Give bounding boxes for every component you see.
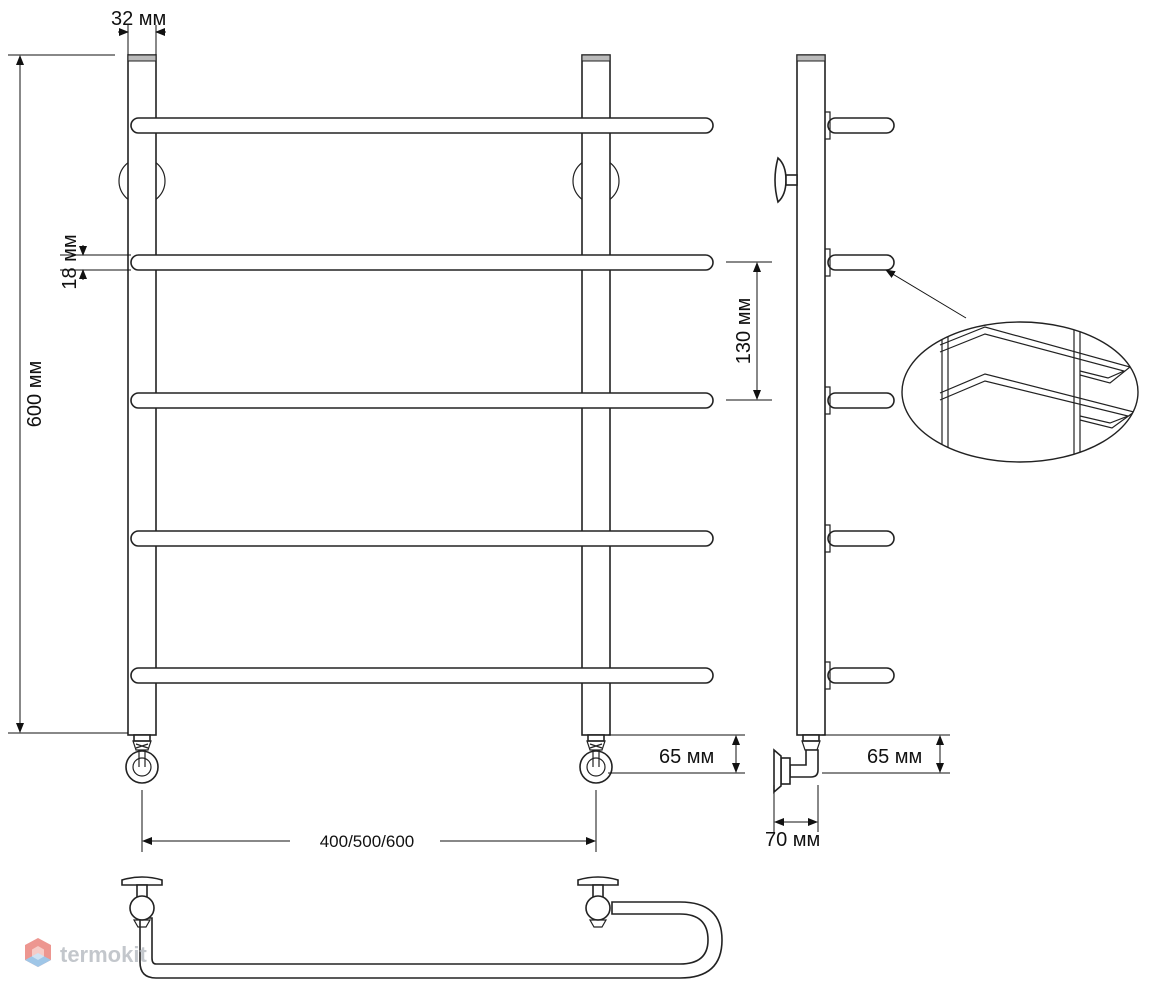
rung [130, 667, 714, 684]
termokit-watermark: termokit [25, 938, 147, 967]
detail-ellipse [901, 321, 1139, 463]
top-view-left-fitting [121, 876, 163, 928]
dim-connection-height-side: 65 мм [867, 746, 922, 768]
top-view [121, 876, 723, 979]
rung [130, 392, 714, 409]
side-rung [827, 117, 895, 134]
bottom-fitting-right [579, 734, 613, 784]
dim-rung-spacing: 130 мм [733, 298, 755, 364]
bottom-fitting-left [125, 734, 159, 784]
rungs [130, 117, 714, 684]
side-bottom-fitting [773, 734, 821, 794]
top-view-right-fitting [577, 876, 619, 928]
termokit-logo-icon [25, 938, 51, 967]
rung [130, 530, 714, 547]
rung [130, 117, 714, 134]
side-rung [827, 667, 895, 684]
dim-center-distance: 400/500/600 [320, 832, 415, 851]
rung-detail-callout [885, 269, 1139, 463]
side-rung [827, 530, 895, 547]
rung [130, 254, 714, 271]
front-dimensions: 32 мм 600 мм 18 мм 130 мм 65 мм 400/500/… [8, 8, 772, 852]
dim-pipe-diameter: 32 мм [111, 8, 166, 30]
side-rung [827, 392, 895, 409]
dim-wall-offset: 70 мм [765, 829, 820, 851]
dim-rung-diameter: 18 мм [59, 234, 81, 289]
left-post-cap [127, 54, 157, 62]
top-view-rail [139, 901, 723, 979]
dim-total-height: 600 мм [24, 361, 46, 427]
front-view [118, 54, 714, 784]
dim-connection-height-front: 65 мм [659, 746, 714, 768]
side-view: 65 мм 70 мм [765, 54, 950, 851]
watermark-text: termokit [60, 942, 147, 967]
side-wall-bracket [774, 156, 798, 204]
side-rungs [825, 111, 895, 690]
right-post-cap [581, 54, 611, 62]
side-rung [827, 254, 895, 271]
side-post [796, 54, 826, 736]
